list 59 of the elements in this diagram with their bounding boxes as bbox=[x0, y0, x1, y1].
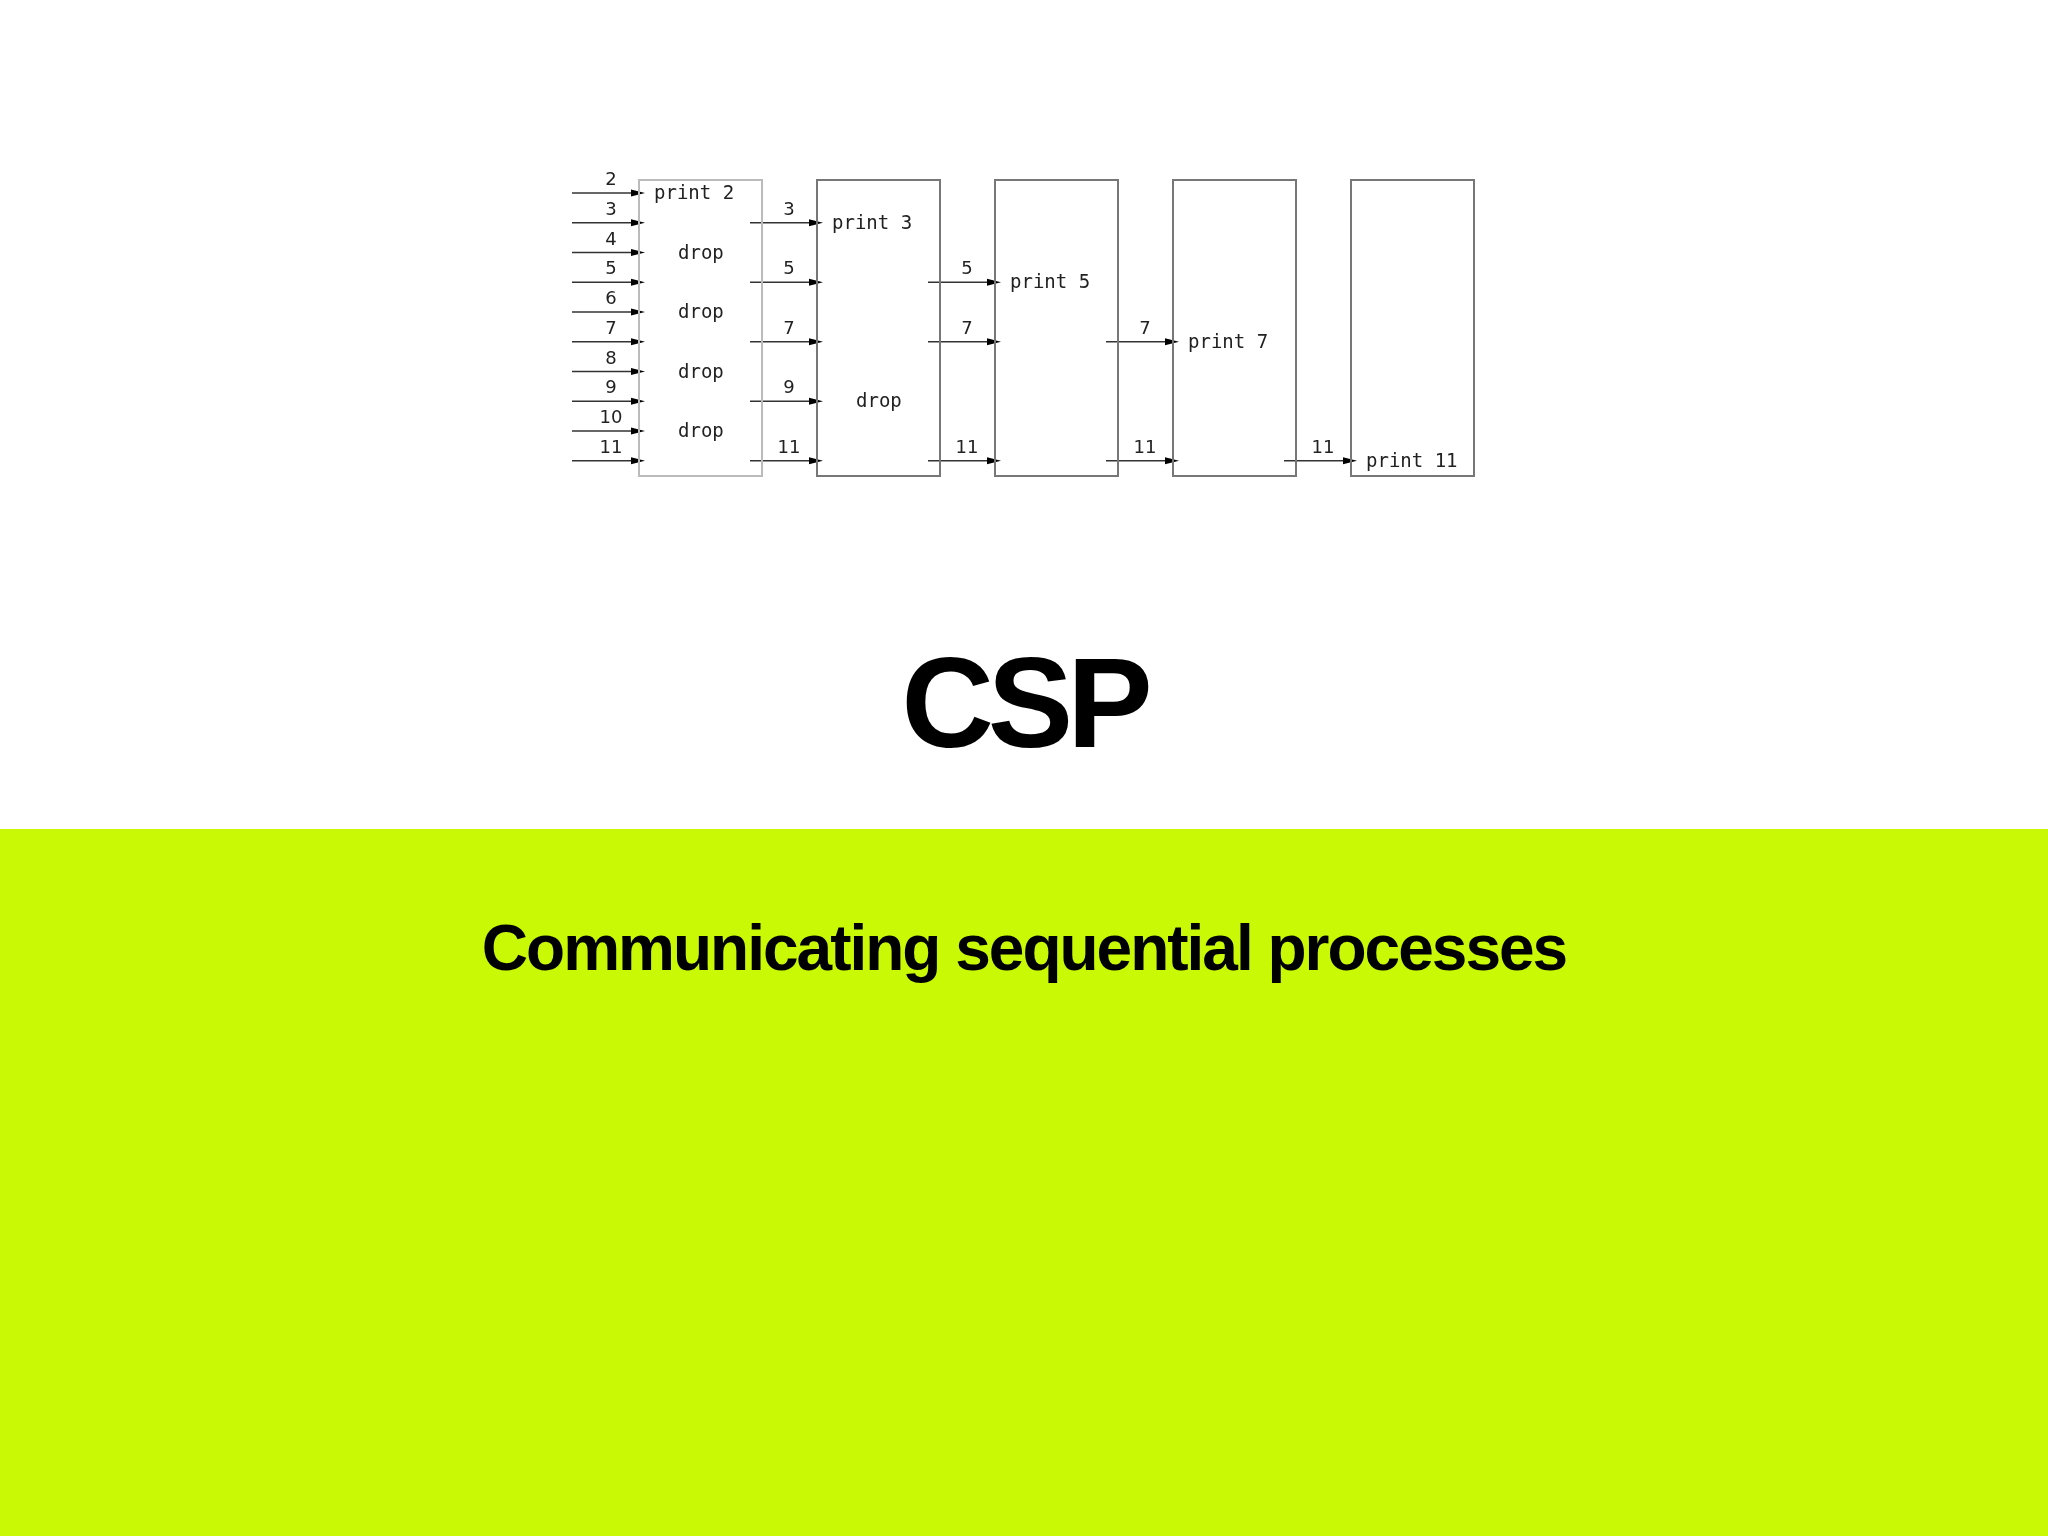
process-box bbox=[638, 179, 763, 477]
edge-label: 10 bbox=[599, 407, 623, 427]
arrow bbox=[571, 219, 645, 227]
process-box bbox=[1350, 179, 1475, 477]
edge-label: 3 bbox=[605, 198, 617, 219]
process-box bbox=[994, 179, 1119, 477]
arrow bbox=[571, 308, 645, 316]
edge-label: 9 bbox=[605, 377, 617, 398]
edge-label: 11 bbox=[599, 436, 623, 457]
edge-label: 4 bbox=[605, 228, 617, 249]
edge-label: 7 bbox=[783, 317, 795, 338]
process-box bbox=[1172, 179, 1297, 477]
process-label: drop bbox=[678, 419, 724, 441]
edge-label: 5 bbox=[783, 258, 795, 279]
edge-label: 6 bbox=[605, 288, 617, 308]
edge-label: 11 bbox=[777, 436, 801, 457]
edge-label: 7 bbox=[1139, 317, 1151, 338]
process-label: print 5 bbox=[1010, 270, 1091, 293]
edge-label: 7 bbox=[605, 317, 617, 338]
arrow bbox=[571, 189, 645, 197]
edge-label: 5 bbox=[961, 258, 973, 279]
process-label: print 11 bbox=[1366, 448, 1458, 471]
process-label: drop bbox=[856, 389, 902, 412]
edge-label: 2 bbox=[605, 169, 617, 189]
arrow bbox=[927, 278, 1001, 286]
arrow bbox=[749, 457, 823, 465]
arrow bbox=[749, 219, 823, 227]
process-label: drop bbox=[678, 240, 724, 263]
arrow bbox=[571, 397, 645, 405]
edge-label: 9 bbox=[783, 377, 795, 398]
edge-label: 11 bbox=[1311, 436, 1335, 457]
process-label: drop bbox=[678, 300, 724, 322]
edge-label: 11 bbox=[1133, 436, 1157, 457]
edge-label: 5 bbox=[605, 258, 617, 279]
process-label: print 3 bbox=[832, 210, 913, 233]
title: CSP bbox=[900, 630, 1149, 776]
arrow bbox=[571, 368, 645, 375]
arrow bbox=[571, 457, 645, 465]
arrow bbox=[1105, 338, 1179, 346]
arrow bbox=[1105, 457, 1179, 465]
arrow bbox=[571, 278, 645, 286]
arrow bbox=[1283, 457, 1357, 465]
arrow bbox=[927, 457, 1001, 465]
subtitle: Communicating sequential processes bbox=[480, 911, 1568, 986]
edge-label: 11 bbox=[955, 436, 979, 457]
arrow bbox=[749, 278, 823, 286]
edge-label: 8 bbox=[605, 347, 617, 368]
edge-label: 7 bbox=[961, 317, 973, 338]
process-label: drop bbox=[678, 359, 724, 382]
arrow bbox=[927, 338, 1001, 346]
arrow bbox=[571, 427, 645, 435]
process-label: print 7 bbox=[1188, 329, 1269, 352]
arrow bbox=[571, 249, 645, 256]
process-box bbox=[816, 179, 941, 477]
process-label: print 2 bbox=[654, 181, 735, 203]
edge-label: 3 bbox=[783, 198, 795, 219]
arrow bbox=[749, 338, 823, 346]
arrow bbox=[571, 338, 645, 346]
arrow bbox=[749, 397, 823, 405]
